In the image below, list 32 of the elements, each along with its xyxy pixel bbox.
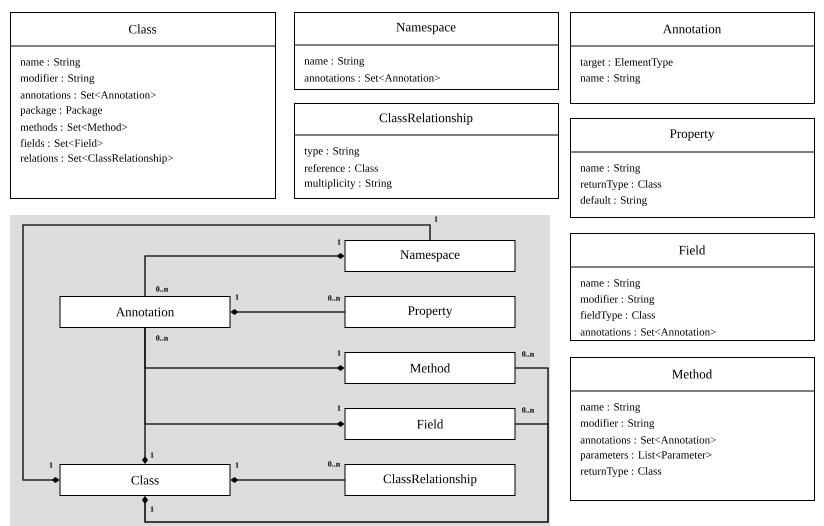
multiplicity-label: 1: [434, 216, 438, 222]
multiplicity-label: 1: [338, 350, 341, 356]
uml-class-box: Annotation target : ElementType name : String: [570, 12, 815, 104]
multiplicity-label: 1: [236, 462, 239, 468]
uml-class-box: Method name : String modifier : String annotations : Set<Annotation> parameters : List<Parameter> returnType : Class: [570, 356, 815, 501]
multiplicity-label: 1: [150, 452, 154, 458]
uml-class-box: ClassRelationship type : String reference : Class multiplicity : String: [294, 102, 559, 199]
class-box: Annotation: [60, 296, 230, 328]
uml-class-box: Field name : String modifier : String fieldType : Class annotations : Set<Annotation>: [570, 232, 815, 341]
class-box: Field: [344, 408, 516, 440]
class-box: Class: [60, 464, 230, 496]
uml-class-box: Namespace name : String annotations : Set<Annotation>: [294, 12, 559, 90]
multiplicity-label: 1: [338, 405, 341, 411]
multiplicity-label: 0..n: [156, 335, 168, 341]
composition-connector: [142, 423, 549, 523]
class-box: Namespace: [344, 240, 516, 272]
class-box: Method: [344, 352, 516, 384]
multiplicity-label: 1: [150, 506, 154, 512]
composition-connector: [22, 224, 431, 483]
class-box: Property: [344, 296, 516, 328]
multiplicity-label: 0..n: [328, 461, 340, 467]
composition-connector: [144, 252, 344, 296]
uml-class-box: Class name : String modifier : String annotations : Set<Annotation> package : Package methods : Set<Method> fields : Set<Field> relations : Set<ClassRelationship>: [10, 12, 276, 199]
multiplicity-label: 1: [236, 294, 239, 300]
multiplicity-label: 1: [338, 239, 341, 245]
multiplicity-label: 0..n: [328, 295, 340, 301]
multiplicity-label: 0..n: [522, 351, 534, 357]
class-box: ClassRelationship: [344, 464, 516, 496]
composition-connector: [144, 328, 344, 427]
multiplicity-label: 1: [50, 462, 53, 468]
uml-class-box: Property name : String returnType : Class default : String: [570, 118, 815, 218]
multiplicity-label: 0..n: [522, 407, 534, 413]
